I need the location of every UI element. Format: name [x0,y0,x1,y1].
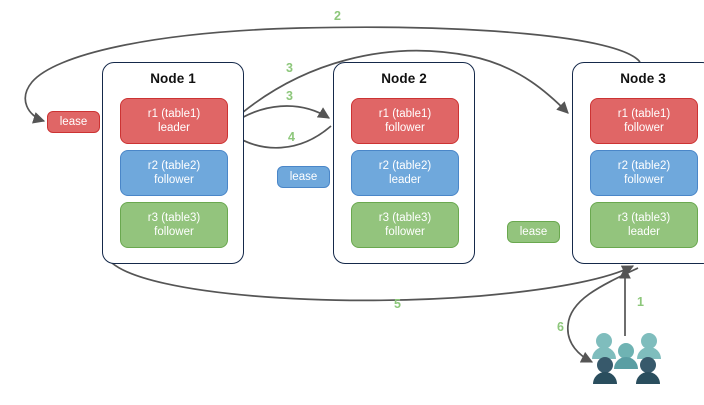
edge-label-5: 5 [394,297,401,311]
edge-label-1: 1 [637,295,644,309]
lease-label: lease [59,116,88,128]
replica-box: r3 (table3) follower [351,202,459,248]
lease-badge-node1: lease [47,111,100,133]
replica-role: leader [389,174,421,186]
lease-label: lease [519,226,548,238]
node-container-3: Node 3 r1 (table1) follower r2 (table2) … [572,62,704,264]
replica-name: r2 (table2) [378,160,432,172]
replica-box: r2 (table2) follower [590,150,698,196]
lease-label: lease [289,171,318,183]
replica-role: leader [628,226,660,238]
replica-name: r3 (table3) [617,212,671,224]
edge-label-6: 6 [557,320,564,334]
edge-4-path [231,125,332,149]
replica-box: r2 (table2) follower [120,150,228,196]
replica-box: r1 (table1) follower [351,98,459,144]
replica-box: r1 (table1) follower [590,98,698,144]
edge-3-lower-path [228,105,331,127]
replica-role: follower [154,226,194,238]
edge-label-2: 2 [334,9,341,23]
edge-5-path [111,262,635,302]
replica-name: r2 (table2) [147,160,201,172]
replica-name: r3 (table3) [378,212,432,224]
replica-role: follower [385,226,425,238]
edge-label-4: 4 [288,130,295,144]
replica-role: follower [154,174,194,186]
replica-name: r2 (table2) [617,160,671,172]
replica-name: r1 (table1) [378,108,432,120]
node-title: Node 3 [620,71,666,86]
replica-box: r1 (table1) leader [120,98,228,144]
replica-box: r3 (table3) follower [120,202,228,248]
node-title: Node 2 [381,71,427,86]
replica-name: r1 (table1) [147,108,201,120]
users-group-icon [592,333,661,384]
replica-name: r1 (table1) [617,108,671,120]
edge-label-3-lower: 3 [286,89,293,103]
replica-role: follower [385,122,425,134]
node-title: Node 1 [150,71,196,86]
replica-role: follower [624,122,664,134]
node-container-2: Node 2 r1 (table1) follower r2 (table2) … [333,62,475,264]
replica-role: follower [624,174,664,186]
replica-box: r2 (table2) leader [351,150,459,196]
replica-role: leader [158,122,190,134]
lease-badge-node2: lease [277,166,330,188]
node-container-1: Node 1 r1 (table1) leader r2 (table2) fo… [102,62,244,264]
edge-label-3-upper: 3 [286,61,293,75]
replica-box: r3 (table3) leader [590,202,698,248]
replica-name: r3 (table3) [147,212,201,224]
lease-badge-node3: lease [507,221,560,243]
